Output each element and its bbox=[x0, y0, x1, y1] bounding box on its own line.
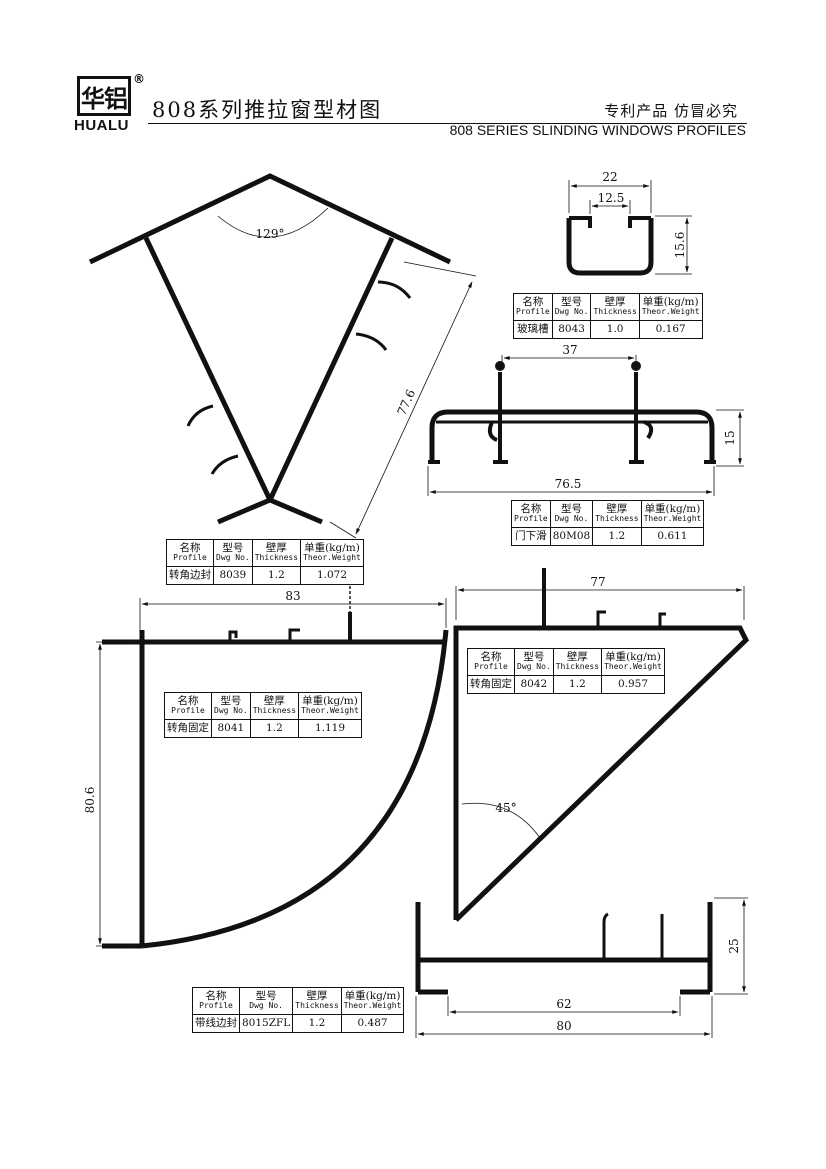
dim-8039-length: 77.6 bbox=[395, 387, 419, 417]
profile-8043-drawing bbox=[566, 180, 692, 276]
val-name: 转角固定 bbox=[164, 719, 212, 738]
hdr-weight: 单重(kg/m)Theor.Weight bbox=[601, 648, 665, 676]
val-dwg: 80M08 bbox=[549, 527, 594, 546]
bead-left bbox=[495, 361, 505, 371]
profile-80M08-drawing bbox=[427, 355, 744, 496]
val-weight: 0.611 bbox=[640, 527, 705, 546]
val-thickness: 1.2 bbox=[251, 566, 302, 585]
val-weight: 0.487 bbox=[340, 1014, 405, 1033]
header-rule bbox=[148, 123, 747, 124]
val-dwg: 8039 bbox=[213, 566, 253, 585]
val-name: 转角固定 bbox=[467, 675, 515, 694]
dim-8042-angle: 45° bbox=[495, 801, 516, 815]
hdr-weight: 单重(kg/m)Theor.Weight bbox=[300, 539, 364, 567]
bead-right bbox=[631, 361, 641, 371]
profile-8042-drawing bbox=[453, 568, 750, 922]
dim-8042-width: 77 bbox=[590, 575, 605, 589]
val-thickness: 1.2 bbox=[292, 1014, 342, 1033]
dim-8043-width: 22 bbox=[602, 170, 617, 184]
dim-80M08-width: 76.5 bbox=[555, 477, 582, 491]
dim-8015ZFL-inner: 62 bbox=[556, 997, 571, 1011]
page-title-cn: 808系列推拉窗型材图 bbox=[152, 98, 383, 122]
val-name: 转角边封 bbox=[166, 566, 214, 585]
dim-80M08-height: 15 bbox=[723, 430, 737, 445]
dim-8015ZFL-height: 25 bbox=[727, 938, 741, 953]
hualu-logo: 华铝 bbox=[77, 76, 131, 116]
dim-8039-angle: 129° bbox=[256, 227, 285, 241]
val-dwg: 8041 bbox=[211, 719, 251, 738]
val-dwg: 8042 bbox=[514, 675, 554, 694]
dim-8015ZFL-width: 80 bbox=[556, 1019, 571, 1033]
val-name: 玻璃槽 bbox=[513, 320, 553, 339]
hdr-weight: 单重(kg/m)Theor.Weight bbox=[298, 692, 362, 720]
val-weight: 0.957 bbox=[601, 675, 665, 694]
logo-wordmark: HUALU bbox=[74, 117, 129, 134]
val-weight: 1.072 bbox=[300, 566, 364, 585]
dim-8041-width: 83 bbox=[285, 589, 300, 603]
hdr-weight: 单重(kg/m)Theor.Weight bbox=[340, 987, 405, 1015]
val-dwg: 8043 bbox=[551, 320, 592, 339]
val-name: 带线边封 bbox=[192, 1014, 240, 1033]
val-thickness: 1.2 bbox=[592, 527, 642, 546]
page-title-en: 808 SERIES SLINDING WINDOWS PROFILES bbox=[449, 122, 746, 138]
val-weight: 1.119 bbox=[298, 719, 362, 738]
dim-80M08-top: 37 bbox=[562, 343, 577, 357]
val-thickness: 1.0 bbox=[590, 320, 640, 339]
profile-8039-drawing bbox=[88, 173, 477, 539]
val-name: 门下滑 bbox=[511, 527, 551, 546]
val-thickness: 1.2 bbox=[249, 719, 300, 738]
hdr-weight: 单重(kg/m)Theor.Weight bbox=[640, 500, 705, 528]
hdr-weight: 单重(kg/m)Theor.Weight bbox=[638, 293, 703, 321]
profile-8015ZFL-drawing bbox=[415, 897, 748, 1038]
logo-glyph: 华铝 bbox=[81, 84, 128, 113]
dim-8043-height: 15.6 bbox=[673, 232, 687, 259]
dim-8041-height: 80.6 bbox=[83, 787, 97, 814]
dim-8043-inner: 12.5 bbox=[598, 191, 625, 205]
patent-notice: 专利产品 仿冒必究 bbox=[604, 102, 738, 120]
val-dwg: 8015ZFL bbox=[238, 1014, 294, 1033]
profile-8041-drawing bbox=[96, 566, 449, 949]
registered-mark: ® bbox=[133, 72, 145, 86]
val-weight: 0.167 bbox=[638, 320, 703, 339]
val-thickness: 1.2 bbox=[552, 675, 603, 694]
